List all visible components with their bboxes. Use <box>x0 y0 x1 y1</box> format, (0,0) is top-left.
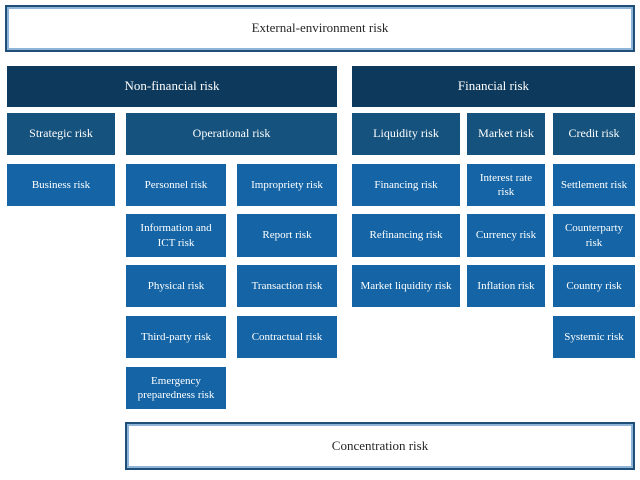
counterparty-risk-box: Counterparty risk <box>553 214 635 257</box>
business-risk-box: Business risk <box>7 164 115 206</box>
information-ict-risk-box: Information and ICT risk <box>126 214 226 257</box>
operational-risk-box: Operational risk <box>126 113 337 155</box>
interest-rate-risk-box: Interest rate risk <box>467 164 545 206</box>
external-environment-risk-box: External-environment risk <box>5 5 635 52</box>
market-liquidity-risk-box: Market liquidity risk <box>352 265 460 307</box>
strategic-risk-box: Strategic risk <box>7 113 115 155</box>
currency-risk-box: Currency risk <box>467 214 545 257</box>
market-risk-box: Market risk <box>467 113 545 155</box>
inflation-risk-box: Inflation risk <box>467 265 545 307</box>
physical-risk-box: Physical risk <box>126 265 226 307</box>
settlement-risk-box: Settlement risk <box>553 164 635 206</box>
impropriety-risk-box: Impropriety risk <box>237 164 337 206</box>
contractual-risk-box: Contractual risk <box>237 316 337 358</box>
refinancing-risk-box: Refinancing risk <box>352 214 460 257</box>
emergency-preparedness-risk-box: Emergency preparedness risk <box>126 367 226 409</box>
systemic-risk-box: Systemic risk <box>553 316 635 358</box>
third-party-risk-box: Third-party risk <box>126 316 226 358</box>
report-risk-box: Report risk <box>237 214 337 257</box>
personnel-risk-box: Personnel risk <box>126 164 226 206</box>
credit-risk-box: Credit risk <box>553 113 635 155</box>
financing-risk-box: Financing risk <box>352 164 460 206</box>
country-risk-box: Country risk <box>553 265 635 307</box>
non-financial-risk-header: Non-financial risk <box>7 66 337 107</box>
transaction-risk-box: Transaction risk <box>237 265 337 307</box>
concentration-risk-box: Concentration risk <box>125 422 635 470</box>
financial-risk-header: Financial risk <box>352 66 635 107</box>
liquidity-risk-box: Liquidity risk <box>352 113 460 155</box>
